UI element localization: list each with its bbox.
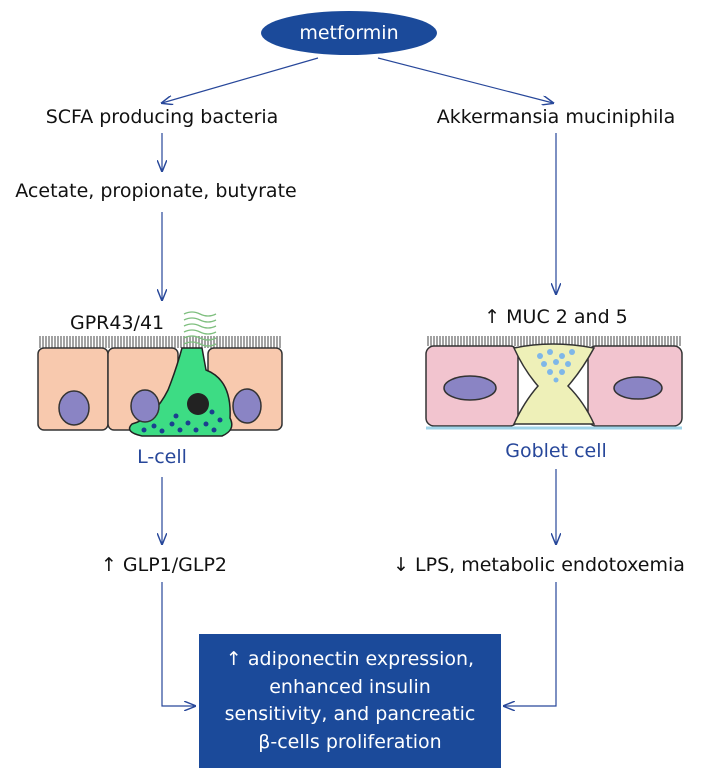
result-line-4: β-cells proliferation [258,730,442,753]
arrow-metformin-to-akkermansia [377,57,553,103]
lps-label: ↓ LPS, metabolic endotoxemia [393,554,685,576]
lcell-epithelium-illustration [37,311,283,437]
gpr-receptor-icon [183,311,217,347]
scfa-label: Acetate, propionate, butyrate [15,180,297,202]
glp-label: ↑ GLP1/GLP2 [100,554,228,576]
result-line-3: sensitivity, and pancreatic [224,703,476,725]
arrow-glp-to-result [161,582,195,706]
result-line-2: enhanced insulin [269,675,431,698]
result-line-1: ↑ adiponectin expression, [225,648,475,670]
scfa-bacteria-label: SCFA producing bacteria [45,106,279,128]
goblet-cell-label: Goblet cell [505,440,607,462]
goblet-cell-illustration [425,336,683,430]
gpr-receptor-label: GPR43/41 [70,312,165,334]
lcell-label: L-cell [137,446,187,468]
result-text: ↑ adiponectin expression, enhanced insul… [215,646,486,756]
arrow-lps-to-result [504,582,557,706]
metformin-label: metformin [299,22,399,44]
metformin-node: metformin [261,11,437,55]
muc-label: ↑ MUC 2 and 5 [484,306,628,328]
arrow-metformin-to-scfa-bacteria [162,57,319,103]
akkermansia-label: Akkermansia muciniphila [436,106,676,128]
result-box: ↑ adiponectin expression, enhanced insul… [199,634,501,768]
